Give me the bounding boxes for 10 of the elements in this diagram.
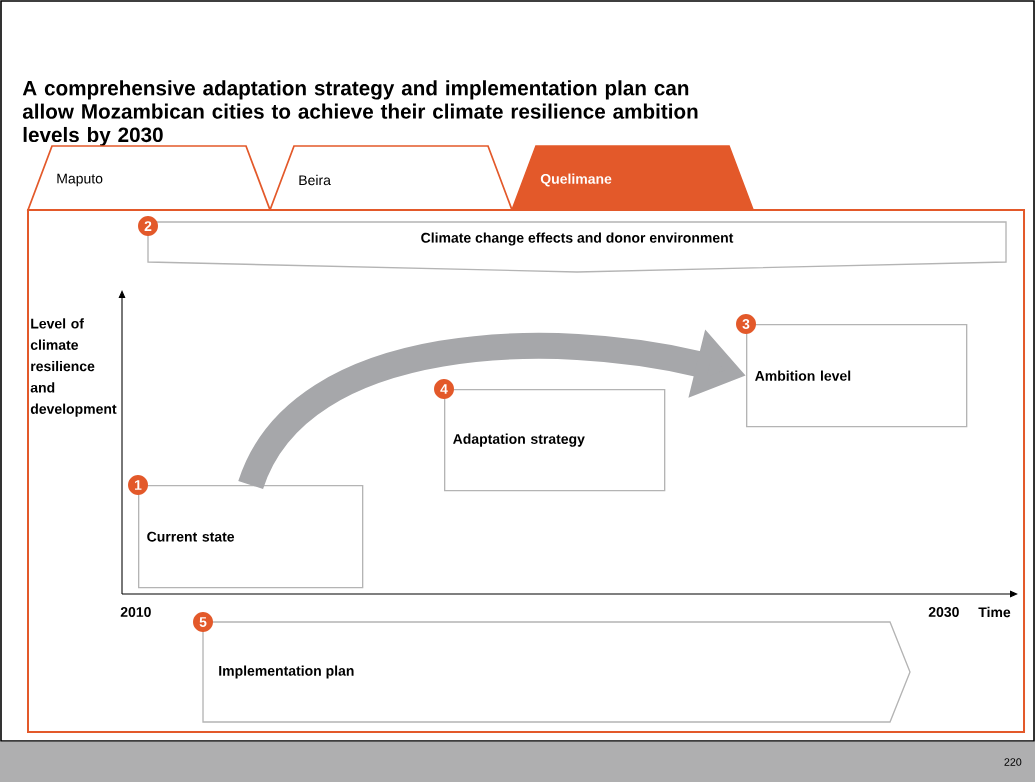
axis-label: Level of climate resilience and development xyxy=(30,318,117,417)
axis-label: Time xyxy=(978,606,1011,618)
number-badge: 2 xyxy=(138,216,158,236)
page-number: 220 xyxy=(1004,758,1022,766)
axis-tick-label: 2030 xyxy=(928,607,959,617)
axis-tick-label: 2010 xyxy=(120,607,151,617)
number-badge: 1 xyxy=(128,475,148,495)
number-badge: 3 xyxy=(736,314,756,334)
title: A comprehensive adaptation strategy and implementation plan can allow Mozambican cities to achieve their climate resilience ambition levels by 2030 xyxy=(22,80,698,147)
number-badge: 4 xyxy=(434,379,454,399)
